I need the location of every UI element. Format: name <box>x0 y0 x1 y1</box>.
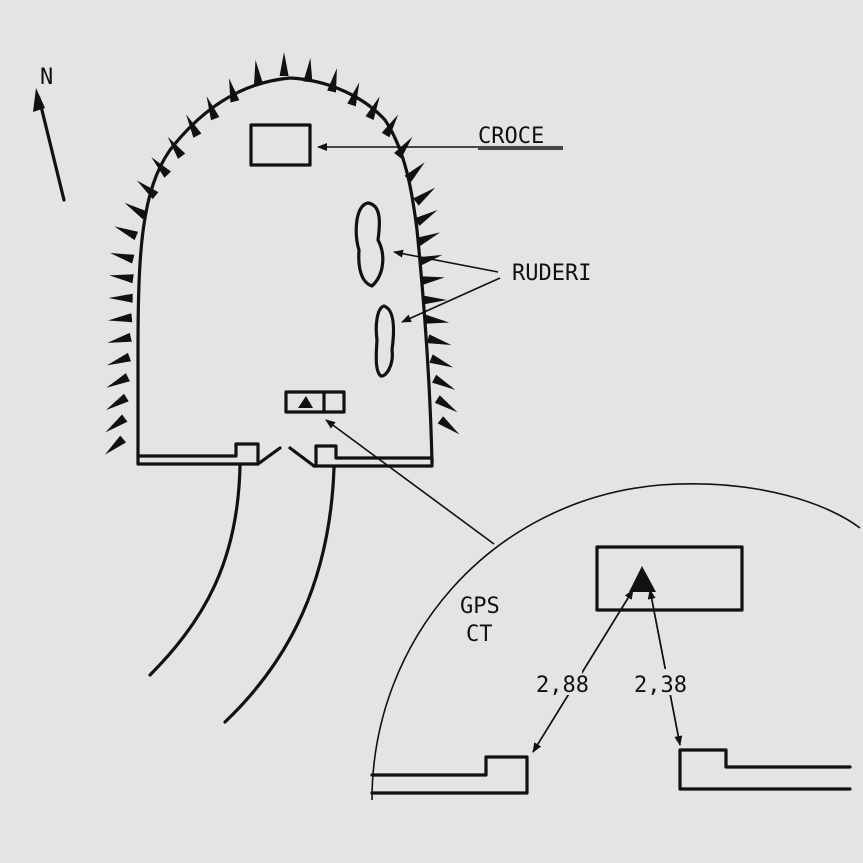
hachure-tick <box>303 58 313 83</box>
gps-label-line2: CT <box>466 622 493 647</box>
hachure-tick <box>110 253 135 264</box>
hachure-tick <box>106 352 131 366</box>
hachure-tick <box>105 393 129 411</box>
ruin-upper <box>354 201 385 288</box>
dimension-right-label: 2,38 <box>634 673 687 698</box>
dimension-left-down <box>532 589 634 753</box>
hachure-tick <box>416 232 441 247</box>
gps-triangle-large-icon <box>629 566 656 592</box>
hachure-tick <box>279 52 289 76</box>
hachure-tick <box>437 416 460 435</box>
hachure-tick <box>186 114 202 138</box>
hachure-tick <box>136 180 159 200</box>
hachure-tick <box>109 274 134 284</box>
hachure-tick <box>432 374 456 390</box>
hachure-tick <box>124 202 148 220</box>
detail-wall-left <box>370 755 529 795</box>
north-arrow-head-icon <box>33 88 45 112</box>
hachure-tick <box>426 334 452 345</box>
hachure-tick <box>429 354 454 368</box>
dimension-left-bg <box>534 669 582 695</box>
hachure-tick <box>413 187 436 206</box>
hachure-tick <box>414 210 438 226</box>
detail-circle <box>371 483 861 801</box>
detail-wall-right <box>678 748 852 791</box>
gps-point-small <box>284 390 346 414</box>
hachure-tick <box>229 78 240 103</box>
ruin-leader-upper <box>393 249 499 273</box>
dimension-right-bg <box>632 669 680 695</box>
ruins-label: RUDERI <box>512 261 591 286</box>
gps-label-line1: GPS <box>460 594 500 619</box>
south-wall <box>136 442 434 468</box>
access-path-left <box>148 464 242 677</box>
gps-point-detail <box>595 545 744 612</box>
dimension-right-down <box>649 589 683 746</box>
hachure-tick <box>167 136 186 159</box>
detail-leader-line <box>325 419 495 545</box>
escarpment-hachures <box>105 52 460 455</box>
north-label: N <box>40 65 53 90</box>
ruin-leader-lower <box>401 277 501 323</box>
enclosure-wall <box>136 76 434 464</box>
hachure-tick <box>108 293 133 303</box>
hachure-tick <box>108 313 133 323</box>
north-arrow: N <box>33 65 66 202</box>
hachure-tick <box>107 332 132 343</box>
cross-label: CROCE <box>478 124 544 149</box>
hachure-tick <box>105 435 127 455</box>
ruin-lower <box>374 304 396 378</box>
hachure-tick <box>420 276 445 286</box>
hachure-tick <box>106 373 130 388</box>
gps-triangle-icon <box>298 396 313 408</box>
hachure-tick <box>105 414 128 433</box>
hachure-tick <box>254 60 263 85</box>
hachure-tick <box>434 395 458 413</box>
hachure-tick <box>423 295 447 305</box>
hachure-tick <box>114 226 139 241</box>
cross-marker <box>249 123 312 167</box>
dimension-left-label: 2,88 <box>536 673 589 698</box>
access-path-right <box>223 466 336 724</box>
hachure-tick <box>424 314 450 324</box>
